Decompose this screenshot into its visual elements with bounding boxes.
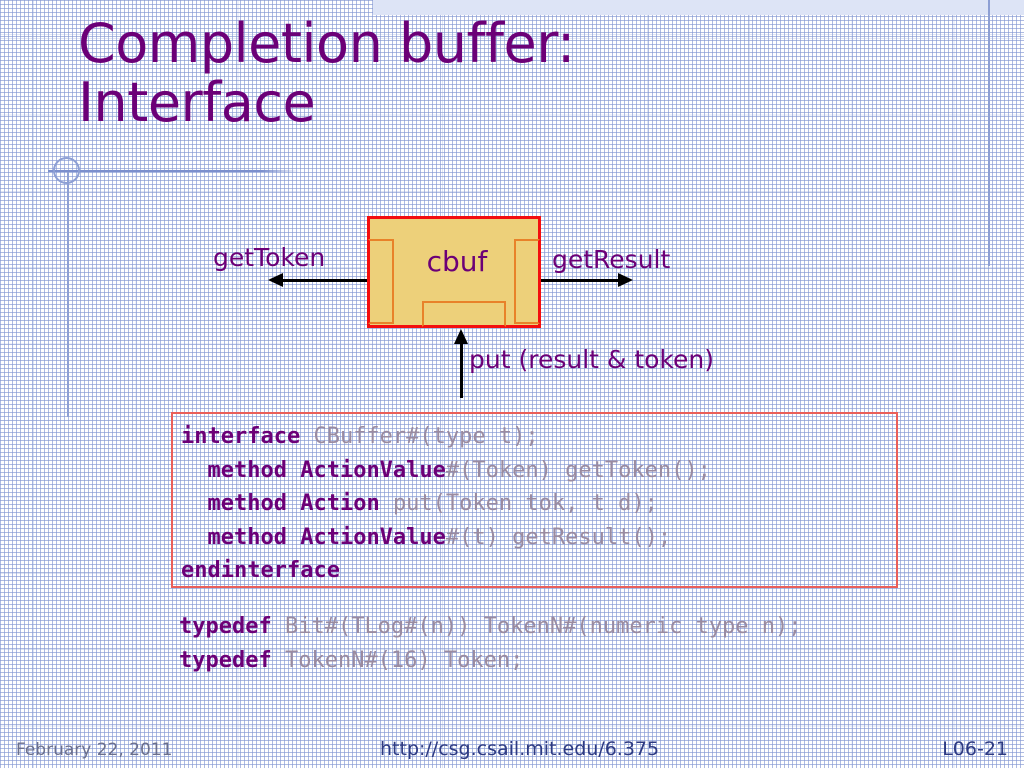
- getresult-arrow-head-icon: [618, 273, 633, 287]
- code-line: method Action put(Token tok, t d);: [181, 487, 711, 521]
- right-vertical-rule: [988, 0, 990, 266]
- footer-url: http://csg.csail.mit.edu/6.375: [380, 738, 660, 760]
- getresult-arrow-line: [541, 279, 619, 282]
- code-plain: TokenN#(16) Token;: [284, 647, 524, 673]
- right-port-shape: [514, 239, 540, 324]
- page-title-line-1: Completion buffer:: [78, 12, 575, 75]
- top-decoration-band: [373, 0, 1024, 15]
- left-vertical-rule: [67, 170, 69, 417]
- code-keyword: method ActionValue: [207, 524, 446, 550]
- page-title: Completion buffer: Interface: [78, 14, 838, 133]
- gettoken-arrow-line: [281, 279, 367, 282]
- code-plain: #(Token) getToken();: [445, 457, 711, 483]
- put-label: put (result & token): [469, 345, 714, 374]
- decorative-circle-icon: [53, 157, 80, 184]
- code-line: interface CBuffer#(type t);: [181, 420, 711, 454]
- code-keyword: endinterface: [181, 558, 340, 583]
- code-line: method ActionValue#(t) getResult();: [181, 521, 711, 555]
- code-plain: put(Token tok, t d);: [392, 491, 658, 516]
- code-keyword: typedef: [179, 647, 285, 673]
- cbuf-module-label: cbuf: [426, 245, 488, 278]
- code-line: typedef TokenN#(16) Token;: [179, 644, 802, 678]
- left-port-shape: [368, 239, 394, 324]
- code-plain: #(t) getResult();: [445, 524, 672, 550]
- code-keyword: typedef: [179, 614, 285, 639]
- code-plain: Bit#(TLog#(n)) TokenN#(numeric type n);: [284, 614, 802, 639]
- bottom-port-shape: [422, 301, 506, 327]
- title-underline-fade: [262, 170, 300, 172]
- code-line: method ActionValue#(Token) getToken();: [181, 454, 711, 488]
- code-plain: [181, 458, 208, 483]
- gettoken-label: getToken: [213, 243, 326, 272]
- code-line: typedef Bit#(TLog#(n)) TokenN#(numeric t…: [179, 610, 802, 644]
- footer-page-number: L06-21: [942, 738, 1008, 760]
- cbuf-module-box: cbuf: [367, 216, 541, 328]
- code-keyword: method ActionValue: [207, 457, 446, 483]
- getresult-label: getResult: [552, 245, 671, 274]
- title-underline-rule: [48, 170, 262, 172]
- gettoken-arrow-head-icon: [268, 273, 283, 287]
- put-arrow-line: [460, 342, 463, 398]
- interface-code-box: interface CBuffer#(type t); method Actio…: [171, 412, 898, 588]
- code-keyword: interface: [181, 424, 314, 449]
- footer-date: February 22, 2011: [16, 740, 173, 760]
- page-title-line-2: Interface: [78, 71, 316, 135]
- code-line: endinterface: [181, 554, 711, 588]
- code-plain: CBuffer#(type t);: [313, 424, 539, 449]
- code-keyword: method Action: [207, 491, 393, 516]
- interface-code-text: interface CBuffer#(type t); method Actio…: [181, 420, 711, 588]
- typedef-code-text: typedef Bit#(TLog#(n)) TokenN#(numeric t…: [179, 610, 802, 677]
- code-plain: [181, 491, 208, 516]
- code-plain: [181, 525, 208, 550]
- put-arrow-head-icon: [454, 329, 468, 344]
